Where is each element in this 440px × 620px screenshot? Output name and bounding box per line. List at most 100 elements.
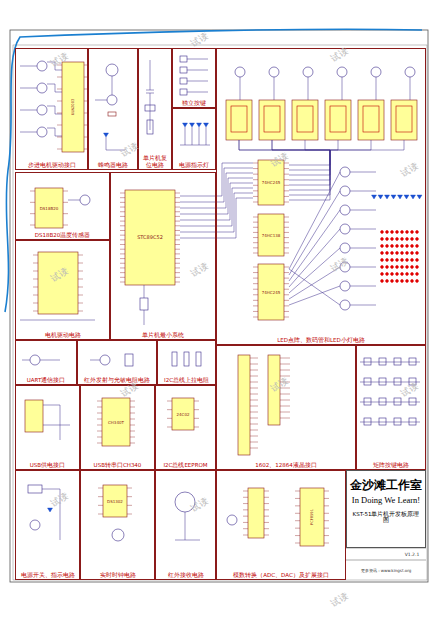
wire — [350, 229, 376, 230]
part-symbol — [396, 259, 399, 262]
part-symbol — [406, 266, 409, 269]
wire — [97, 407, 102, 408]
part-symbol — [227, 515, 237, 525]
wire — [120, 239, 125, 240]
wire — [120, 267, 125, 268]
circuit-panel: 模数转换（ADC、DAC）及扩展接口 — [216, 470, 346, 580]
led-symbol — [411, 195, 416, 199]
part-body — [103, 485, 127, 517]
wire — [250, 394, 258, 395]
wire — [280, 364, 290, 365]
wire — [63, 225, 68, 226]
part-symbol — [406, 252, 409, 255]
wire — [57, 101, 62, 102]
wire — [146, 90, 154, 91]
panel-caption: USB供电接口 — [29, 462, 66, 468]
part-symbol — [396, 266, 399, 269]
part-symbol — [396, 280, 399, 283]
wire — [57, 89, 62, 90]
wire — [253, 222, 258, 223]
chip-name: DS18B20 — [40, 206, 59, 211]
part-body — [409, 358, 416, 365]
wire — [120, 202, 125, 203]
wire — [253, 179, 258, 180]
wire — [127, 488, 132, 489]
wire — [284, 232, 289, 233]
wire — [144, 310, 145, 325]
wire — [175, 235, 180, 236]
part-symbol — [386, 259, 389, 262]
part-symbol — [391, 238, 394, 241]
part-symbol — [396, 245, 399, 248]
part-body — [394, 398, 401, 405]
wire — [175, 253, 180, 254]
part-symbol — [411, 266, 414, 269]
wire — [280, 400, 290, 401]
wire — [280, 406, 290, 407]
led-symbol — [204, 123, 209, 127]
part-symbol — [401, 259, 404, 262]
part-symbol — [391, 245, 394, 248]
wire — [127, 514, 132, 515]
part-body — [108, 112, 116, 116]
panel-caption: USB转串口CH340 — [93, 462, 143, 468]
wire — [284, 289, 289, 290]
panel-caption: 电机驱动电路 — [44, 332, 82, 338]
wire — [250, 442, 258, 443]
wire — [57, 137, 62, 138]
part-symbol — [269, 67, 279, 77]
wire — [63, 213, 68, 214]
watermark: 试读 — [329, 590, 351, 610]
panel-caption: I2C总线上拉电阻 — [163, 377, 210, 383]
wire — [289, 229, 340, 287]
wire — [253, 283, 258, 284]
wire — [98, 496, 103, 497]
wire — [175, 540, 200, 541]
wire — [284, 227, 289, 228]
wire — [78, 255, 83, 256]
wire — [243, 491, 248, 492]
wire — [150, 93, 151, 130]
wire — [284, 294, 289, 295]
led-symbol — [398, 195, 403, 199]
wire — [20, 132, 37, 133]
wire — [284, 311, 289, 312]
circuit-panel: 单片机复位电路 — [138, 48, 172, 170]
wire — [289, 140, 404, 190]
wire — [289, 269, 340, 305]
wire — [192, 127, 193, 145]
wire — [239, 140, 330, 195]
wire — [187, 81, 208, 82]
part-body — [196, 352, 201, 366]
part-symbol — [406, 245, 409, 248]
wire — [284, 179, 289, 180]
part-body — [379, 358, 386, 365]
wire — [350, 248, 376, 249]
wire — [280, 418, 290, 419]
wire — [295, 528, 300, 529]
watermark: 试读 — [189, 495, 211, 515]
circuit-panel: USB转串口CH340 — [80, 385, 155, 470]
wire — [253, 202, 258, 203]
wire — [253, 232, 258, 233]
wire — [30, 213, 35, 214]
wire — [253, 305, 258, 306]
wire — [167, 409, 172, 410]
panel-caption: 1602、12864液晶接口 — [254, 462, 318, 468]
part-body — [172, 398, 194, 430]
part-body — [184, 352, 189, 366]
wire — [175, 277, 180, 278]
wire — [68, 200, 80, 201]
wire — [175, 193, 180, 194]
panel-caption: 红外发射与光敏电阻电路 — [83, 377, 151, 383]
wire — [175, 258, 180, 259]
wire — [130, 437, 135, 438]
wire — [250, 364, 258, 365]
wire — [30, 225, 35, 226]
part-symbol — [381, 238, 384, 241]
wire — [97, 443, 102, 444]
wire — [130, 425, 135, 426]
wire — [284, 300, 289, 301]
wire — [253, 242, 258, 243]
